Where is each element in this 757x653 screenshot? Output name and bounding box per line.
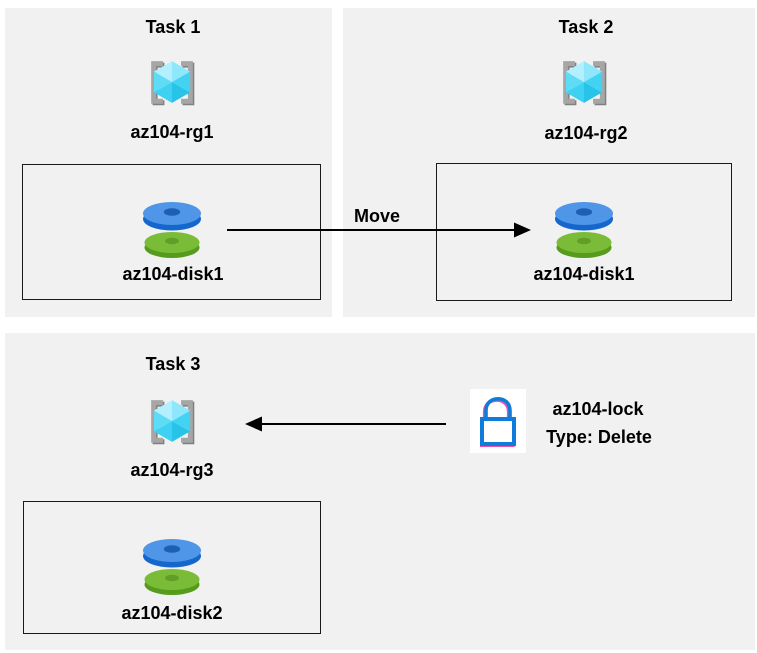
resource-group-icon: [143, 393, 201, 449]
task2-resource-group-label: az104-rg2: [544, 123, 628, 144]
managed-disk-icon: [142, 202, 202, 260]
lock-name-label: az104-lock: [552, 399, 644, 420]
task1-panel: [5, 8, 332, 317]
task1-title: Task 1: [145, 17, 201, 38]
task3-resource-group-label: az104-rg3: [130, 460, 214, 481]
move-arrow-label: Move: [353, 206, 401, 227]
resource-group-icon: [555, 54, 613, 110]
lock-type-label: Type: Delete: [546, 427, 652, 448]
task3-disk-label: az104-disk2: [121, 603, 223, 624]
task3-title: Task 3: [145, 354, 201, 375]
task2-disk-box: [436, 163, 732, 301]
task1-disk-label: az104-disk1: [122, 264, 224, 285]
managed-disk-icon: [554, 202, 614, 260]
lock-chip: [470, 389, 526, 453]
task1-resource-group-label: az104-rg1: [130, 122, 214, 143]
task3-disk-box: [23, 501, 321, 634]
lock-icon: [480, 397, 516, 447]
task1-disk-box: [22, 164, 321, 300]
task2-title: Task 2: [558, 17, 614, 38]
task2-disk-label: az104-disk1: [533, 264, 635, 285]
resource-group-icon: [143, 54, 201, 110]
task3-panel: [5, 333, 755, 650]
managed-disk-icon: [142, 539, 202, 597]
task2-panel: [343, 8, 755, 317]
